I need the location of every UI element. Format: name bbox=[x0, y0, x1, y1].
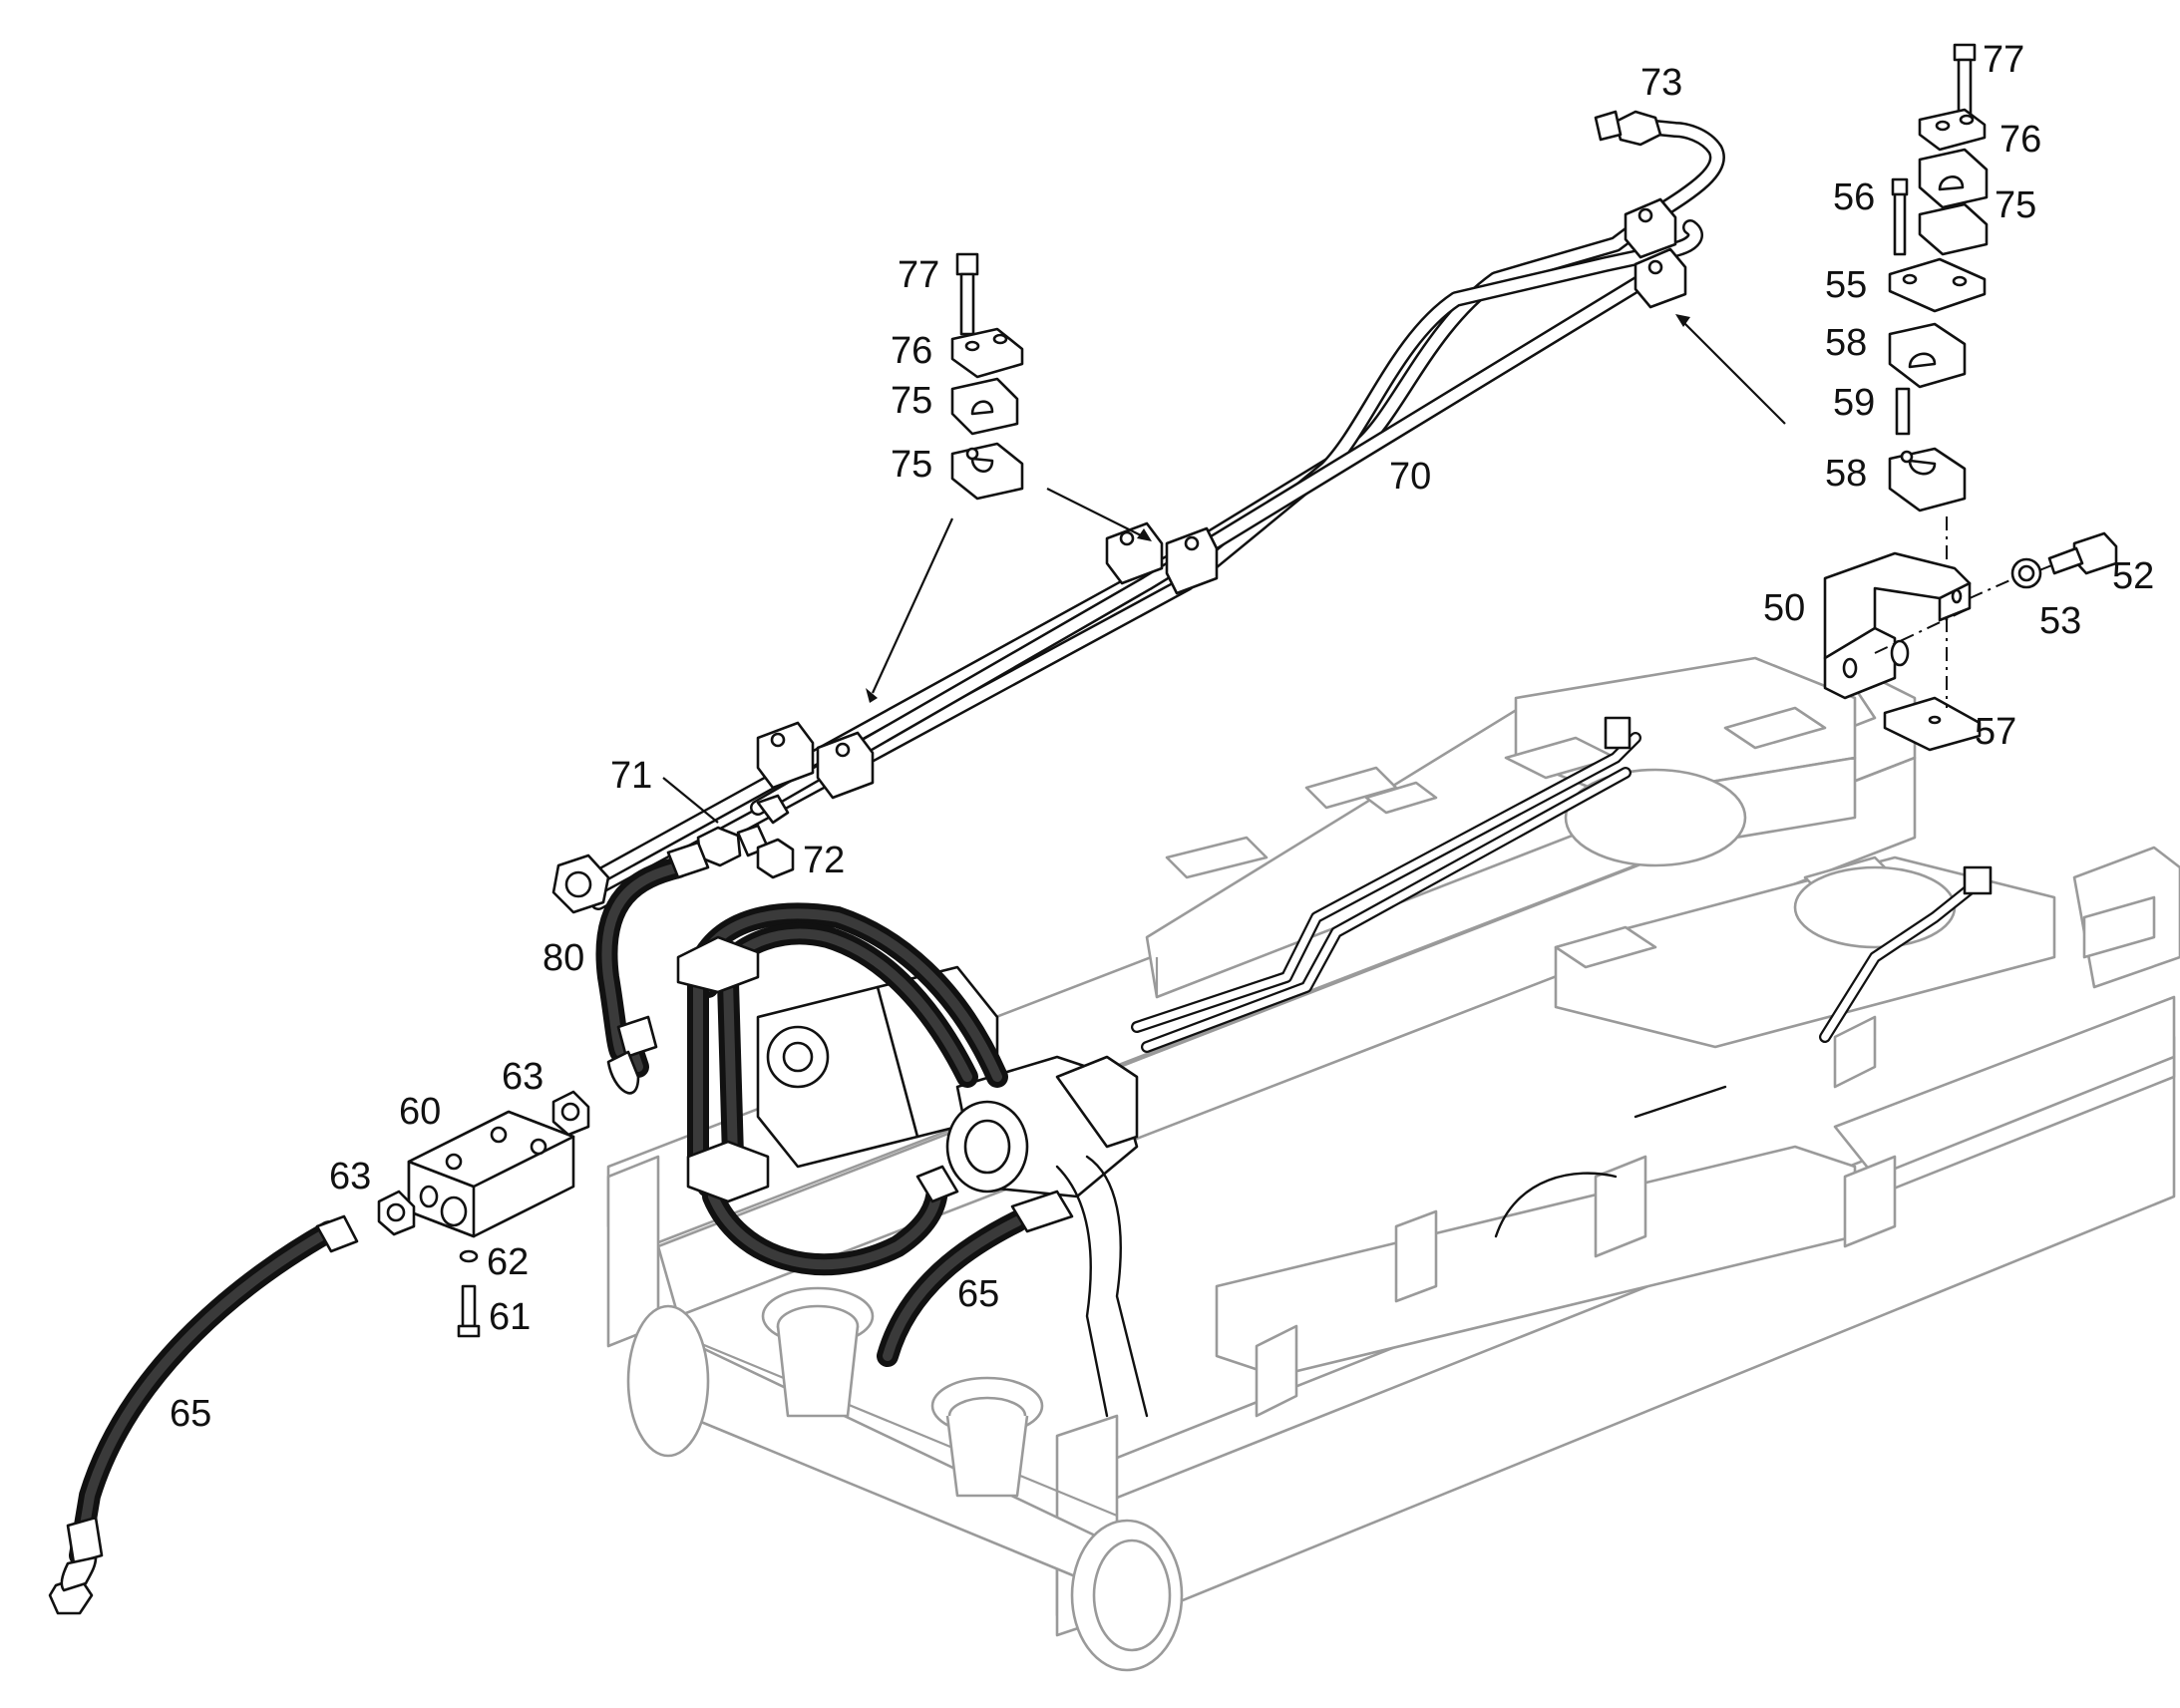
callout-76-center: 76 bbox=[891, 330, 932, 372]
bolt-61 bbox=[457, 1284, 481, 1338]
part-callouts: 77 73 76 56 75 55 58 59 58 50 53 52 57 7… bbox=[170, 39, 2154, 1435]
callout-56: 56 bbox=[1833, 176, 1875, 218]
callout-58-upper: 58 bbox=[1825, 322, 1867, 364]
callout-77-center: 77 bbox=[898, 254, 939, 296]
callout-65-left: 65 bbox=[170, 1393, 211, 1435]
callout-63-left: 63 bbox=[329, 1156, 371, 1197]
callout-52: 52 bbox=[2112, 555, 2154, 597]
callout-55: 55 bbox=[1825, 264, 1867, 306]
tube-end-fitting bbox=[551, 854, 610, 914]
callout-71: 71 bbox=[610, 755, 652, 797]
callout-73: 73 bbox=[1640, 62, 1682, 104]
callout-57: 57 bbox=[1975, 711, 2016, 753]
callout-80: 80 bbox=[543, 937, 584, 979]
fitting-63-right bbox=[551, 1090, 590, 1137]
callout-53: 53 bbox=[2039, 600, 2081, 642]
callout-72: 72 bbox=[803, 840, 845, 881]
hose-pair-upper bbox=[676, 902, 1008, 1276]
leader-lines-center bbox=[866, 488, 1152, 703]
callout-75-center-lower: 75 bbox=[891, 444, 932, 486]
hose-65-left bbox=[48, 1214, 359, 1615]
callout-77-right: 77 bbox=[1983, 39, 2024, 81]
hose-65-right bbox=[877, 1190, 1074, 1367]
callout-63-right: 63 bbox=[502, 1056, 544, 1098]
callout-70: 70 bbox=[1389, 456, 1431, 498]
callout-59: 59 bbox=[1833, 382, 1875, 424]
chassis-frame bbox=[606, 656, 2180, 1672]
clamp-stack-center bbox=[950, 252, 1024, 501]
callout-76-right: 76 bbox=[1999, 119, 2041, 161]
hose-80 bbox=[595, 841, 710, 1095]
leader-lines-misc bbox=[662, 777, 719, 824]
callout-75-right: 75 bbox=[1995, 184, 2036, 226]
callout-61: 61 bbox=[489, 1296, 531, 1338]
fittings-71-72 bbox=[696, 794, 795, 879]
callout-65-right: 65 bbox=[957, 1273, 999, 1315]
chassis-brake-lines bbox=[1131, 716, 1993, 1238]
valve-block-60 bbox=[407, 1110, 575, 1238]
callout-75-center-upper: 75 bbox=[891, 380, 932, 422]
tube-assembly-70 bbox=[580, 110, 1725, 910]
callout-60: 60 bbox=[399, 1091, 441, 1133]
fitting-63-left bbox=[377, 1190, 416, 1236]
clamp-stack-right bbox=[1823, 43, 2118, 752]
callout-58-lower: 58 bbox=[1825, 453, 1867, 495]
callout-50: 50 bbox=[1763, 587, 1805, 629]
seal-62 bbox=[459, 1249, 479, 1263]
leader-lines-right bbox=[1675, 314, 2055, 708]
callout-62: 62 bbox=[487, 1241, 529, 1283]
